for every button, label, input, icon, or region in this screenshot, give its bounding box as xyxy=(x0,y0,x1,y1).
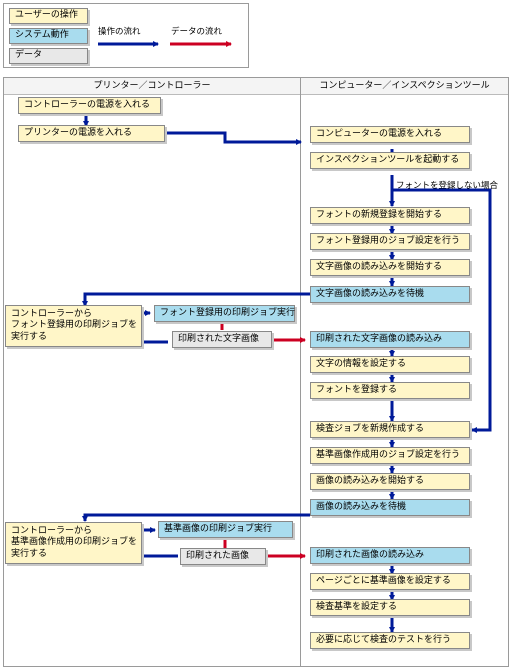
step-font-job-setting: フォント登録用のジョブ設定を行う xyxy=(310,233,470,250)
step-start-image-read: 画像の読み込みを開始する xyxy=(310,473,470,490)
legend-op-flow-label: 操作の流れ xyxy=(98,27,141,37)
legend-panel xyxy=(3,3,249,68)
step-ref-job-exec: 基準画像の印刷ジョブ実行 xyxy=(158,521,293,538)
step-controller-font-job: コントローラーから フォント登録用の印刷ジョブを 実行する xyxy=(5,305,142,347)
step-read-printed-text: 印刷された文字画像の読み込み xyxy=(310,331,470,348)
arrow-wait-to-ctrl-font xyxy=(82,292,310,307)
arrow-printer-to-pc xyxy=(165,131,302,145)
step-controller-ref-job: コントローラーから 基準画像作成用の印刷ジョブを 実行する xyxy=(5,522,142,564)
step-wait-image-read: 画像の読み込みを待機 xyxy=(310,499,470,516)
step-start-tool: インスペクションツールを起動する xyxy=(310,152,470,169)
step-set-criteria: 検査基準を設定する xyxy=(310,599,470,616)
step-font-job-exec: フォント登録用の印刷ジョブ実行 xyxy=(154,305,295,322)
right-column-panel xyxy=(300,77,509,667)
data-printed-text-image: 印刷された文字画像 xyxy=(172,331,272,348)
legend-user-op: ユーザーの操作 xyxy=(9,8,88,24)
data-printed-image: 印刷された画像 xyxy=(180,548,266,565)
step-controller-power: コントローラーの電源を入れる xyxy=(18,97,161,114)
step-register-font: フォントを登録する xyxy=(310,382,470,399)
step-set-ref-per-page: ページごとに基準画像を設定する xyxy=(310,573,470,590)
step-test-inspection: 必要に応じて検査のテストを行う xyxy=(310,632,470,649)
step-font-new: フォントの新規登録を開始する xyxy=(310,207,470,224)
arrow-skip-font xyxy=(392,188,492,433)
step-set-char-info: 文字の情報を設定する xyxy=(310,356,470,373)
legend-data-flow-label: データの流れ xyxy=(171,27,223,37)
step-printer-power: プリンターの電源を入れる xyxy=(18,125,165,142)
step-ref-job-setting: 基準画像作成用のジョブ設定を行う xyxy=(310,447,470,464)
label-no-font: フォントを登録しない場合 xyxy=(396,181,499,191)
step-start-text-read: 文字画像の読み込みを開始する xyxy=(310,259,470,276)
legend-data: データ xyxy=(9,48,88,64)
right-column-title: コンピューター／インスペクションツール xyxy=(301,78,508,95)
step-wait-text-read: 文字画像の読み込みを待機 xyxy=(310,286,470,303)
arrow-wait-to-ctrl-ref xyxy=(82,513,310,522)
step-pc-power: コンピューターの電源を入れる xyxy=(310,126,470,143)
step-new-inspect-job: 検査ジョブを新規作成する xyxy=(310,421,470,438)
legend-system-op: システム動作 xyxy=(9,28,88,44)
step-read-printed-image: 印刷された画像の読み込み xyxy=(310,547,470,564)
left-column-title: プリンター／コントローラー xyxy=(4,78,300,95)
